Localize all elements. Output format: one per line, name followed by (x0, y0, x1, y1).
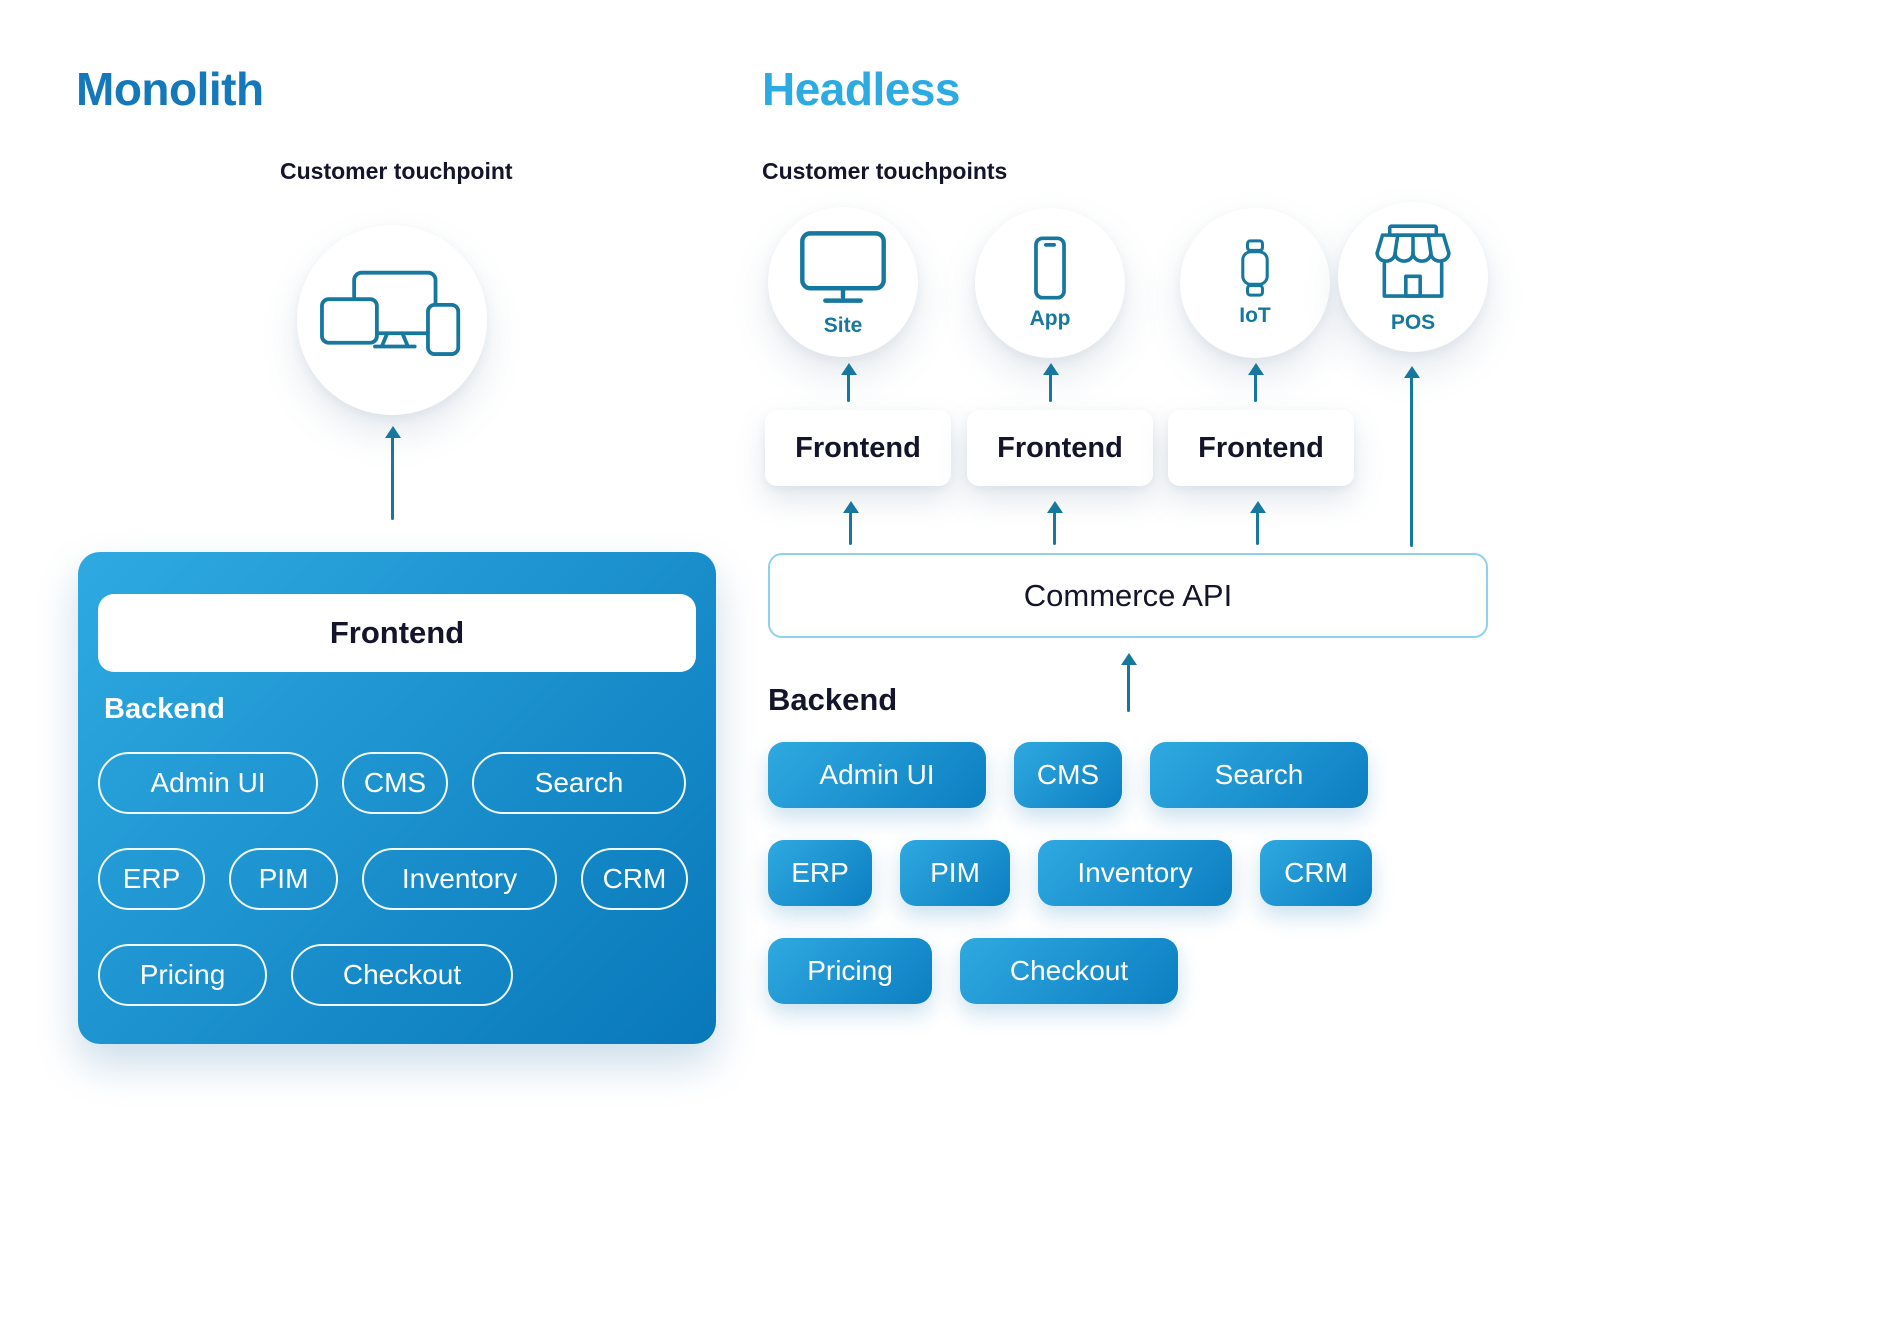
service-pill-search: Search (1150, 742, 1368, 808)
service-pill-checkout: Checkout (960, 938, 1178, 1004)
headless-frontend-card-2: Frontend (967, 410, 1153, 486)
service-pill-checkout: Checkout (291, 944, 513, 1006)
arrow-frontend1-to-site (847, 374, 850, 402)
service-pill-admin-ui: Admin UI (98, 752, 318, 814)
touchpoint-app-label: App (1029, 307, 1071, 330)
monolith-service-row-3: Pricing Checkout (98, 944, 696, 1006)
service-pill-cms: CMS (1014, 742, 1122, 808)
monolith-box: Frontend Backend Admin UI CMS Search ERP… (78, 552, 716, 1044)
headless-services: Admin UI CMS Search ERP PIM Inventory CR… (768, 742, 1372, 1036)
headless-title: Headless (762, 63, 961, 115)
monolith-backend-label: Backend (104, 693, 225, 725)
service-pill-pim: PIM (229, 848, 338, 910)
touchpoint-iot: IoT (1180, 208, 1330, 358)
monolith-service-row-1: Admin UI CMS Search (98, 752, 696, 814)
service-pill-inventory: Inventory (362, 848, 557, 910)
headless-touchpoints-caption: Customer touchpoints (762, 158, 1008, 184)
devices-icon (320, 270, 461, 356)
touchpoint-site-label: Site (823, 314, 863, 337)
headless-service-row-1: Admin UI CMS Search (768, 742, 1372, 808)
touchpoint-app: App (975, 208, 1125, 358)
monolith-service-row-2: ERP PIM Inventory CRM (98, 848, 696, 910)
headless-service-row-3: Pricing Checkout (768, 938, 1372, 1004)
store-icon (1375, 224, 1451, 298)
monitor-icon (800, 231, 886, 303)
arrow-monolith-to-touchpoint (391, 437, 394, 520)
service-pill-pricing: Pricing (768, 938, 932, 1004)
service-pill-search: Search (472, 752, 686, 814)
service-pill-crm: CRM (581, 848, 688, 910)
service-pill-admin-ui: Admin UI (768, 742, 986, 808)
commerce-api-box: Commerce API (768, 553, 1488, 638)
arrow-api-to-frontend3 (1256, 512, 1259, 545)
touchpoint-iot-label: IoT (1239, 304, 1271, 327)
arrow-api-to-frontend1 (849, 512, 852, 545)
touchpoint-site: Site (768, 207, 918, 357)
service-pill-cms: CMS (342, 752, 448, 814)
monolith-frontend-box: Frontend (98, 594, 696, 672)
monolith-touchpoint-circle (297, 225, 487, 415)
arrow-api-to-pos (1410, 377, 1413, 547)
service-pill-pricing: Pricing (98, 944, 267, 1006)
service-pill-erp: ERP (768, 840, 872, 906)
headless-frontend-card-1: Frontend (765, 410, 951, 486)
service-pill-erp: ERP (98, 848, 205, 910)
service-pill-pim: PIM (900, 840, 1010, 906)
monolith-title: Monolith (76, 63, 264, 115)
arrow-api-to-frontend2 (1053, 512, 1056, 545)
headless-frontend-card-3: Frontend (1168, 410, 1354, 486)
headless-backend-label: Backend (768, 682, 898, 717)
headless-service-row-2: ERP PIM Inventory CRM (768, 840, 1372, 906)
arrow-frontend3-to-iot (1254, 374, 1257, 402)
smartwatch-icon (1241, 239, 1269, 297)
arrow-frontend2-to-app (1049, 374, 1052, 402)
touchpoint-pos: POS (1338, 202, 1488, 352)
monolith-touchpoint-caption: Customer touchpoint (280, 158, 513, 184)
service-pill-inventory: Inventory (1038, 840, 1232, 906)
touchpoint-pos-label: POS (1390, 311, 1436, 334)
service-pill-crm: CRM (1260, 840, 1372, 906)
arrow-backend-to-api (1127, 664, 1130, 712)
smartphone-icon (1034, 236, 1066, 300)
